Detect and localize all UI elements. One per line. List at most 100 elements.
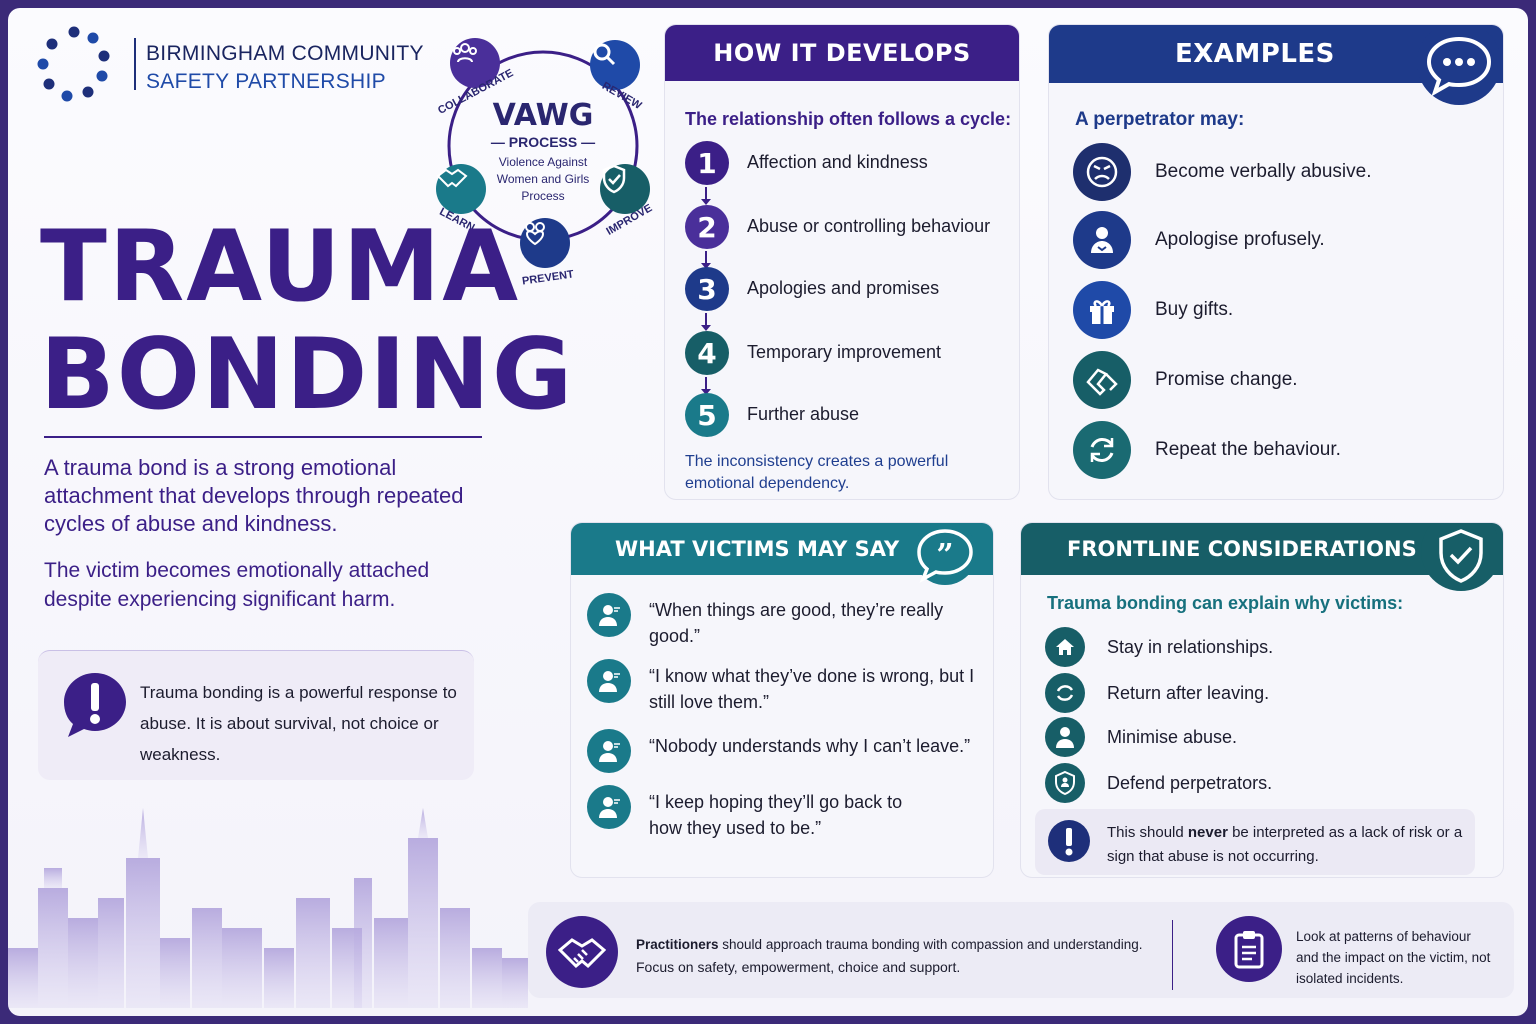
example-label: Repeat the behaviour. xyxy=(1155,439,1341,460)
step-number-badge: 1 xyxy=(685,141,729,185)
example-item: Become verbally abusive. xyxy=(1073,143,1493,201)
example-item: Apologise profusely. xyxy=(1073,211,1493,269)
vawg-process-diagram: VAWG — PROCESS — Violence Against Women … xyxy=(428,18,658,288)
practitioner-guidance-bar: Practitioners should approach trauma bon… xyxy=(528,902,1514,998)
example-label: Become verbally abusive. xyxy=(1155,161,1372,182)
patterns-guidance-text: Look at patterns of behaviour and the im… xyxy=(1296,929,1491,986)
example-label: Apologise profusely. xyxy=(1155,229,1325,250)
page-title-line1: TRAUMA xyxy=(40,210,521,324)
step-arrow xyxy=(701,377,711,395)
example-item: Buy gifts. xyxy=(1073,281,1493,339)
victim-quote-text: “Nobody understands why I can’t leave.” xyxy=(649,736,971,756)
step-label: Affection and kindness xyxy=(747,152,928,172)
step-label: Abuse or controlling behaviour xyxy=(747,216,991,236)
frontline-item: Minimise abuse. xyxy=(1045,717,1465,757)
frontline-item: Defend perpetrators. xyxy=(1045,763,1465,803)
angry-face-icon xyxy=(1073,143,1131,201)
victims-say-card: WHAT VICTIMS MAY SAY ” “When things are … xyxy=(570,522,994,878)
person-speaking-icon xyxy=(587,785,631,829)
bottom-divider xyxy=(1172,920,1173,990)
handshake-icon xyxy=(436,164,486,214)
step-arrow xyxy=(701,251,711,269)
logo-name-line2: SAFETY PARTNERSHIP xyxy=(146,70,386,93)
step-number-badge: 4 xyxy=(685,331,729,375)
logo-name-line1: BIRMINGHAM COMMUNITY xyxy=(146,42,424,65)
victim-quote-text: “I know what they’ve done is wrong, but … xyxy=(649,666,975,712)
person-speaking-icon xyxy=(587,593,631,637)
step-number-badge: 5 xyxy=(685,393,729,437)
infographic-frame: BIRMINGHAM COMMUNITY SAFETY PARTNERSHIP … xyxy=(8,8,1528,1016)
clipboard-icon xyxy=(1216,916,1282,982)
how-it-develops-heading: HOW IT DEVELOPS xyxy=(665,25,1019,81)
focus-text: Focus on safety, empowerment, choice and… xyxy=(636,959,961,975)
key-note-text: Trauma bonding is a powerful response to… xyxy=(140,683,457,764)
cycle-arrows-icon xyxy=(1073,421,1131,479)
return-arrows-icon xyxy=(1045,673,1085,713)
handshake-promise-icon xyxy=(1073,351,1131,409)
step-arrow xyxy=(701,313,711,331)
step-label: Apologies and promises xyxy=(747,278,940,298)
step-label: Further abuse xyxy=(747,404,860,424)
frontline-label: Defend perpetrators. xyxy=(1107,773,1273,793)
victim-quote-text: “When things are good, they’re really go… xyxy=(649,600,944,646)
frontline-label: Minimise abuse. xyxy=(1107,727,1238,747)
example-item: Repeat the behaviour. xyxy=(1073,421,1493,479)
person-speaking-icon xyxy=(587,659,631,703)
practitioner-guidance-text: Practitioners should approach trauma bon… xyxy=(636,934,1156,978)
frontline-intro: Trauma bonding can explain why victims: xyxy=(1047,593,1404,613)
vawg-description: Violence Against Women and Girls Process xyxy=(496,155,590,203)
step-label: Temporary improvement xyxy=(747,342,942,362)
vawg-title: VAWG xyxy=(492,98,594,133)
logo-divider xyxy=(134,38,136,90)
victim-quote: “Nobody understands why I can’t leave.” xyxy=(587,729,987,775)
cycle-step: 5 Further abuse xyxy=(685,393,1005,439)
how-footer: The inconsistency creates a powerful emo… xyxy=(685,453,949,492)
city-skyline-illustration xyxy=(8,808,528,1008)
frontline-label: Return after leaving. xyxy=(1107,683,1270,703)
victim-quote: “I know what they’ve done is wrong, but … xyxy=(587,659,987,715)
step-arrow xyxy=(701,187,711,205)
frontline-item: Return after leaving. xyxy=(1045,673,1465,713)
victim-quote: “I keep hoping they’ll go back to how th… xyxy=(587,785,987,841)
cycle-step: 4 Temporary improvement xyxy=(685,331,1005,377)
examples-card: EXAMPLES A perpetrator may: Become verba… xyxy=(1048,24,1504,500)
step-number-badge: 2 xyxy=(685,205,729,249)
step-number-badge: 3 xyxy=(685,267,729,311)
frontline-item: Stay in relationships. xyxy=(1045,627,1465,667)
victim-quote-text: “I keep hoping they’ll go back to how th… xyxy=(649,792,903,838)
people-heart-icon xyxy=(520,218,570,268)
intro-paragraph-2: The victim becomes emotionally attached … xyxy=(44,559,430,611)
person-apologise-icon xyxy=(1073,211,1131,269)
frontline-card: FRONTLINE CONSIDERATIONS Trauma bonding … xyxy=(1020,522,1504,878)
example-label: Buy gifts. xyxy=(1155,299,1234,320)
person-icon xyxy=(1045,717,1085,757)
shield-check-icon xyxy=(1421,525,1497,591)
cycle-step: 3 Apologies and promises xyxy=(685,267,1005,313)
exclamation-bubble-icon xyxy=(64,673,126,737)
quote-bubble-icon: ” xyxy=(913,523,977,585)
intro-paragraph-1: A trauma bond is a strong emotional atta… xyxy=(44,455,464,536)
dot-ring-logo-icon xyxy=(37,26,110,102)
how-it-develops-card: HOW IT DEVELOPS The relationship often f… xyxy=(664,24,1020,500)
shield-person-icon xyxy=(1045,763,1085,803)
victim-quote: “When things are good, they’re really go… xyxy=(587,593,987,649)
partnership-logo: BIRMINGHAM COMMUNITY SAFETY PARTNERSHIP xyxy=(34,24,424,104)
frontline-warning-text: This should never be interpreted as a la… xyxy=(1107,824,1463,865)
cycle-step: 2 Abuse or controlling behaviour xyxy=(685,205,1005,251)
frontline-label: Stay in relationships. xyxy=(1107,637,1274,657)
chat-bubble-icon xyxy=(1417,25,1501,105)
frontline-warning-box: This should never be interpreted as a la… xyxy=(1035,809,1475,875)
house-icon xyxy=(1045,627,1085,667)
person-speaking-icon xyxy=(587,729,631,773)
title-divider xyxy=(44,436,482,438)
page-title-line2: BONDING xyxy=(40,318,575,432)
how-intro: The relationship often follows a cycle: xyxy=(685,109,1012,129)
handshake-icon xyxy=(546,916,618,988)
exclamation-icon xyxy=(1048,820,1090,862)
magnifier-icon xyxy=(590,40,640,90)
shield-check-icon xyxy=(600,164,650,214)
people-group-icon xyxy=(450,38,500,88)
svg-text:”: ” xyxy=(936,538,953,573)
example-item: Promise change. xyxy=(1073,351,1493,409)
key-note-box: Trauma bonding is a powerful response to… xyxy=(38,650,474,780)
